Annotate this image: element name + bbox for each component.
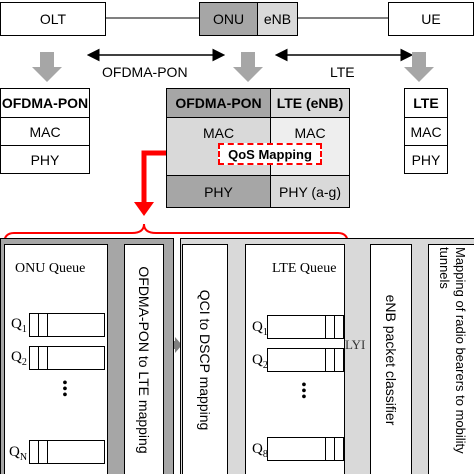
lte-q8-row	[267, 437, 344, 461]
olt-mac: MAC	[1, 118, 89, 146]
enb-packet-classifier-box: eNB packet classifier	[370, 244, 412, 474]
onu-queue-box: ONU Queue Q1 Q2 • • • QN	[4, 244, 108, 474]
onu-stack-title: OFDMA-PON	[167, 89, 271, 118]
ue-down-arrow-icon	[404, 52, 434, 82]
enb-label: eNB	[263, 11, 292, 27]
ue-box: UE	[388, 2, 474, 36]
onu-q2-row	[29, 346, 105, 370]
onu-queue-title: ONU Queue	[15, 261, 86, 276]
ue-stack-title: LTE	[405, 89, 447, 118]
onu-qn-label: QN	[9, 444, 28, 463]
lte-q1-row	[267, 315, 344, 339]
lte-queue-dots: • • •	[301, 378, 307, 405]
enb-cell: eNB	[258, 3, 297, 35]
qci-to-dscp-mapping-label: QCI to DSCP mapping	[197, 289, 213, 430]
ofdma-to-lte-mapping-label: OFDMA-PON to LTE mapping	[136, 265, 152, 454]
onu-phy: PHY	[167, 176, 271, 207]
onu-label: ONU	[212, 11, 245, 27]
olt-phy: PHY	[30, 151, 60, 168]
onu-cell: ONU	[200, 3, 258, 35]
enb-packet-classifier-label: eNB packet classifier	[383, 294, 399, 425]
lte-q1-label: Q1	[252, 319, 268, 338]
lte-q2-label: Q2	[252, 352, 268, 371]
onu-q1-label: Q1	[11, 316, 27, 335]
partial-label: LYI	[345, 337, 366, 352]
ue-phy: PHY	[411, 151, 441, 168]
ofdma-to-lte-mapping-box: OFDMA-PON to LTE mapping	[124, 244, 164, 474]
lte-link-label: LTE	[330, 64, 355, 80]
qos-red-arrowhead-icon	[134, 202, 154, 216]
ue-mac: MAC	[405, 118, 447, 146]
ofdma-pon-link-label: OFDMA-PON	[102, 64, 188, 80]
onu-q2-label: Q2	[11, 349, 27, 368]
double-arrow-icon	[175, 337, 182, 353]
olt-label: OLT	[39, 11, 67, 27]
ue-stack: LTE MAC PHY	[404, 88, 448, 174]
qci-to-dscp-mapping-box: QCI to DSCP mapping	[182, 244, 228, 474]
olt-stack: OFDMA-PON MAC PHY	[0, 88, 90, 174]
radio-bearers-mapping-label: Mapping of radio bearers to mobility tun…	[436, 246, 468, 454]
ue-label: UE	[421, 11, 441, 27]
lte-queue-box: LTE Queue Q1 Q2 • • • Q8	[245, 244, 345, 474]
onu-q1-row	[29, 313, 105, 337]
onu-queue-dots: • • •	[62, 376, 68, 403]
onu-enb-stack: OFDMA-PON LTE (eNB) MAC MAC PHY PHY (a-g…	[166, 88, 350, 208]
red-bracket	[3, 223, 349, 245]
lte-q2-row	[267, 348, 344, 372]
lte-queue-title: LTE Queue	[272, 261, 337, 276]
enb-phy: PHY (a-g)	[271, 176, 349, 207]
lte-q8-label: Q8	[252, 441, 268, 460]
enb-stack-title: LTE (eNB)	[271, 89, 349, 118]
qos-mapping-box: QoS Mapping	[218, 143, 322, 165]
onu-down-arrow-icon	[233, 52, 263, 82]
olt-down-arrow-icon	[32, 52, 62, 82]
onu-enb-box: ONU eNB	[199, 2, 298, 36]
radio-bearers-mapping-box: Mapping of radio bearers to mobility tun…	[428, 244, 474, 474]
olt-stack-title: OFDMA-PON	[1, 89, 89, 118]
olt-box: OLT	[0, 2, 106, 36]
onu-qn-row	[29, 440, 105, 464]
